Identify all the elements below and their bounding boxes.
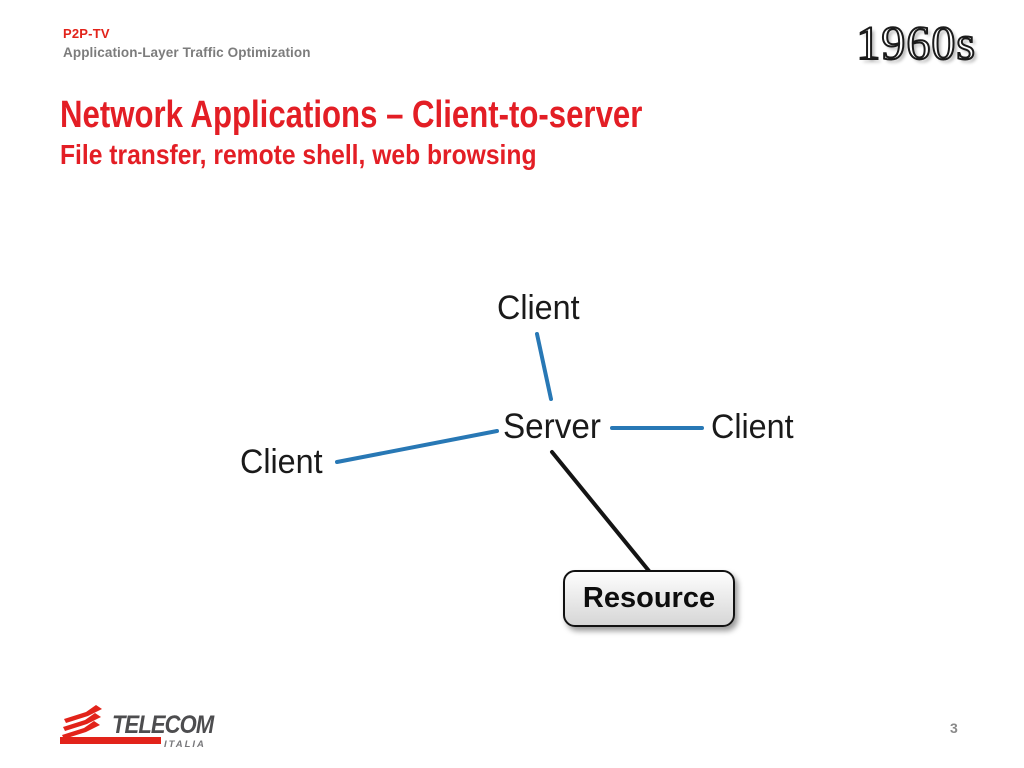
page-number: 3 [950,720,958,736]
logo-flag-icon [60,705,161,744]
era-badge: 1960s [855,16,976,71]
link-server-client-top [535,332,553,401]
logo-wordmark: TELECOM [112,711,216,739]
logo-sub-wordmark: ITALIA [164,739,206,750]
node-client-right: Client [711,408,794,446]
header-brand: P2P-TV Application-Layer Traffic Optimiz… [63,26,311,60]
link-server-resource [550,450,651,573]
slide-title: Network Applications – Client-to-server [60,94,643,136]
project-subtitle: Application-Layer Traffic Optimization [63,45,311,60]
node-client-left: Client [240,443,323,481]
node-resource-label: Resource [582,582,716,614]
node-resource-box: Resource [563,570,735,627]
telecom-italia-logo: TELECOM ITALIA [60,705,216,750]
node-server: Server [503,407,601,446]
link-server-client-left [335,429,499,464]
slide-subtitle: File transfer, remote shell, web browsin… [60,139,537,170]
node-client-top: Client [497,289,580,327]
project-name: P2P-TV [63,26,110,41]
